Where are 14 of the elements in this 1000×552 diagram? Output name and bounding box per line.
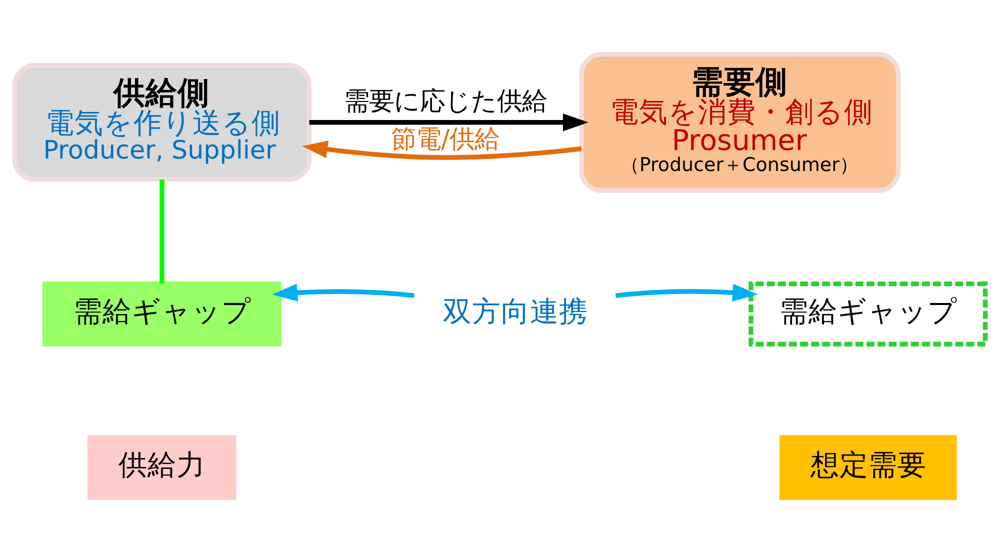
edge-label: 節電/供給 <box>391 123 500 154</box>
node-box: 需給ギャップ <box>748 282 988 346</box>
node-box: 想定需要 <box>779 435 957 500</box>
connector <box>160 180 164 284</box>
node-box: 需要側 電気を消費・創る側 Prosumer （Producer＋Consumer） <box>579 52 901 193</box>
node-box: 供給側 電気を作り送る側 Producer, Supplier <box>12 63 312 182</box>
node-box: 供給力 <box>88 435 236 500</box>
arrow <box>272 284 414 302</box>
arrow <box>615 284 758 302</box>
arrow <box>302 140 582 160</box>
node-text: 双方向連携 <box>443 294 588 328</box>
arrow <box>309 114 588 132</box>
node-box: 需給ギャップ <box>42 282 282 346</box>
edge-label: 需要に応じた供給 <box>344 85 547 116</box>
